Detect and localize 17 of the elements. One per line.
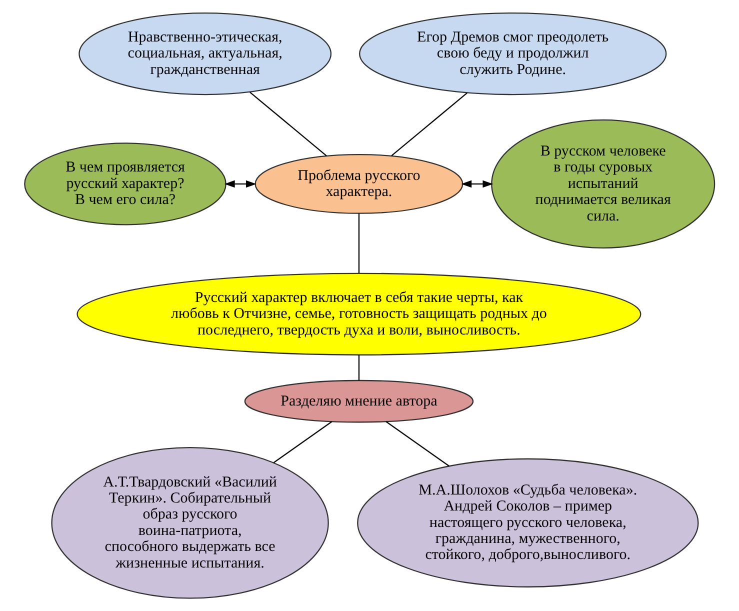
node-ellipse: В русском человеке в годы суровых испытаний поднимается великая сила. <box>491 119 716 249</box>
node-ellipse: Егор Дремов смог преодолеть свою беду и продолжил служить Родине. <box>359 12 667 96</box>
node-ellipse: Русский характер включает в себя такие черты, как любовь к Отчизне, семье, готовность защищать родных до последнего, твердость духа и воли, выносливость. <box>76 272 642 356</box>
node-ellipse: Разделяю мнение автора <box>244 380 474 423</box>
connector <box>386 421 450 466</box>
node-ellipse: В чем проявляется русский характер? В чем его сила? <box>24 142 226 226</box>
node-ellipse: Проблема русского характера. <box>254 154 464 214</box>
node-ellipse: А.Т.Твардовский «Василий Теркин». Собирательный образ русского воина-патриота, способного выдержать все жизненные испытания. <box>51 446 329 599</box>
node-ellipse: М.А.Шолохов «Судьба человека». Андрей Соколов – пример настоящего русского человека, гражданина, мужественного, стойкого, доброго,выносливого. <box>357 458 699 588</box>
arrow <box>461 180 494 188</box>
arrow <box>224 180 256 188</box>
connector <box>273 421 332 464</box>
connector <box>358 213 360 274</box>
connector <box>250 92 327 156</box>
connector <box>391 92 468 156</box>
node-ellipse: Нравственно-этическая, социальная, актуальная, гражданственная <box>78 12 332 96</box>
connector <box>358 355 360 380</box>
